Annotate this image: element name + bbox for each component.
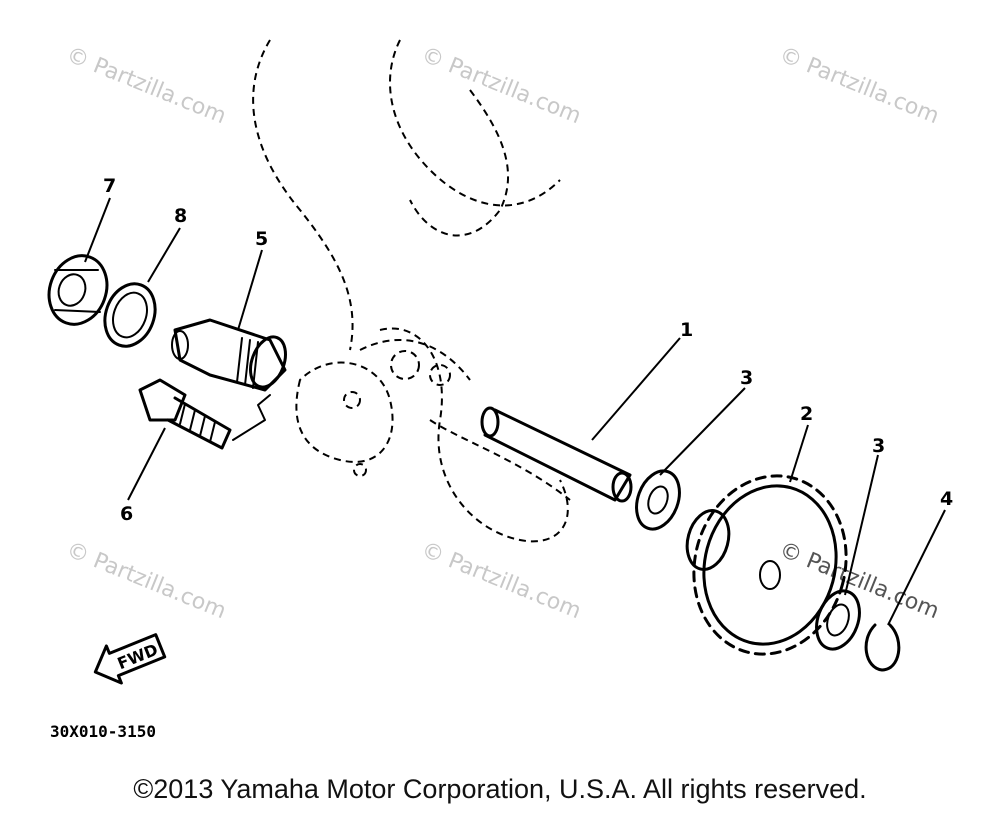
leader-lines bbox=[84, 197, 946, 626]
watermark-2: © Partzilla.com bbox=[418, 42, 585, 129]
watermark-5: © Partzilla.com bbox=[418, 537, 585, 624]
callout-5: 5 bbox=[255, 228, 268, 250]
sprocket bbox=[685, 474, 848, 656]
pinion-gear bbox=[171, 318, 287, 392]
callout-3-left: 3 bbox=[740, 367, 753, 389]
copyright-notice: ©2013 Yamaha Motor Corporation, U.S.A. A… bbox=[133, 774, 867, 804]
callout-8: 8 bbox=[174, 205, 187, 227]
oil-seal bbox=[47, 254, 109, 326]
crankcase-outline bbox=[252, 39, 571, 543]
callout-1: 1 bbox=[680, 319, 693, 341]
bolt bbox=[138, 378, 271, 450]
callout-numbers: 7 8 5 6 1 3 2 3 4 bbox=[103, 175, 953, 525]
watermark-4: © Partzilla.com bbox=[63, 537, 230, 624]
callout-2: 2 bbox=[800, 403, 813, 425]
shaft bbox=[480, 406, 633, 503]
washer-3-left bbox=[635, 469, 681, 531]
part-code: 30X010-3150 bbox=[50, 722, 156, 741]
callout-3-right: 3 bbox=[872, 435, 885, 457]
callout-4: 4 bbox=[940, 488, 953, 510]
callout-6: 6 bbox=[120, 503, 133, 525]
watermark-3: © Partzilla.com bbox=[776, 42, 943, 129]
circlip bbox=[864, 623, 901, 672]
watermarks: © Partzilla.com © Partzilla.com © Partzi… bbox=[63, 42, 943, 624]
washer-8 bbox=[103, 282, 157, 348]
callout-7: 7 bbox=[103, 175, 116, 197]
washer-3-right bbox=[815, 589, 861, 651]
watermark-1: © Partzilla.com bbox=[63, 42, 230, 129]
fwd-arrow: FWD bbox=[93, 633, 167, 685]
